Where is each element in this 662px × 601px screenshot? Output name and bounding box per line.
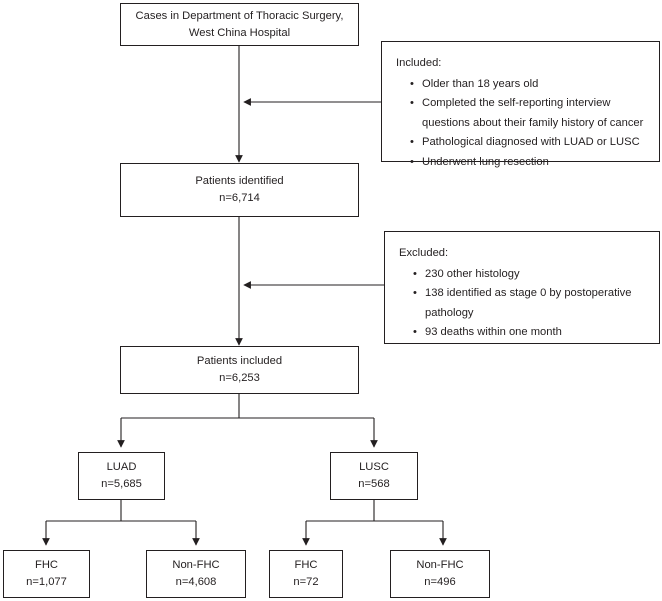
inclusion-item: Underwent lung resection [410, 153, 649, 173]
node-lusc-label: LUSC [359, 461, 389, 473]
node-luad-count: n=5,685 [101, 478, 142, 490]
node-included-count: n=6,253 [219, 372, 260, 384]
node-source-cohort[interactable]: Cases in Department of Thoracic Surgery,… [120, 3, 359, 46]
node-luad-fhc-count: n=1,077 [26, 576, 67, 588]
node-luad-label: LUAD [106, 461, 137, 473]
node-lusc-fhc[interactable]: FHC n=72 [269, 550, 343, 598]
exclusion-item-text: 230 other histology [425, 267, 520, 280]
node-luad-non-fhc-label: Non-FHC [172, 559, 220, 571]
node-luad-fhc-label: FHC [35, 559, 58, 571]
node-lusc-non-fhc[interactable]: Non-FHC n=496 [390, 550, 490, 598]
exclusion-item: 93 deaths within one month [413, 323, 649, 343]
node-patients-included[interactable]: Patients included n=6,253 [120, 346, 359, 394]
node-source-line2: West China Hospital [188, 26, 291, 39]
node-lusc-fhc-label: FHC [294, 559, 318, 571]
node-patients-identified[interactable]: Patients identified n=6,714 [120, 163, 359, 217]
node-identified-count: n=6,714 [219, 192, 260, 204]
inclusion-item: Completed the self-reporting interview q… [410, 94, 649, 133]
inclusion-heading: Included: [396, 57, 442, 69]
exclusion-list: 230 other histology 138 identified as st… [399, 265, 649, 343]
inclusion-item-text: Older than 18 years old [422, 77, 539, 90]
node-lusc[interactable]: LUSC n=568 [330, 452, 418, 500]
node-luad-non-fhc-count: n=4,608 [175, 576, 217, 588]
inclusion-item: Pathological diagnosed with LUAD or LUSC [410, 133, 649, 153]
exclusion-item-text: 138 identified as stage 0 by postoperati… [425, 287, 632, 299]
inclusion-item-text: Pathological diagnosed with LUAD or LUSC [422, 136, 640, 148]
exclusion-item: 230 other histology [413, 265, 649, 285]
exclusion-item-text: 93 deaths within one month [425, 326, 562, 338]
exclusion-item: 138 identified as stage 0 by postoperati… [413, 284, 649, 323]
node-luad-fhc[interactable]: FHC n=1,077 [3, 550, 90, 598]
node-lusc-non-fhc-count: n=496 [424, 576, 456, 588]
inclusion-list: Older than 18 years old Completed the se… [396, 75, 649, 173]
exclusion-heading: Excluded: [399, 247, 449, 259]
exclusion-item-text-cont: pathology [425, 306, 474, 319]
node-included-label: Patients included [196, 355, 283, 367]
node-identified-label: Patients identified [195, 175, 284, 187]
inclusion-criteria-box[interactable]: Included: Older than 18 years old Comple… [381, 41, 660, 172]
inclusion-item-text: Underwent lung resection [422, 155, 549, 168]
inclusion-item-text: Completed the self-reporting interview [422, 97, 611, 109]
node-luad[interactable]: LUAD n=5,685 [78, 452, 165, 500]
node-source-line1: Cases in Department of Thoracic Surgery, [135, 9, 344, 22]
inclusion-item: Older than 18 years old [410, 75, 649, 95]
inclusion-item-text-cont: questions about their family history of … [422, 116, 644, 129]
node-luad-non-fhc[interactable]: Non-FHC n=4,608 [146, 550, 246, 598]
exclusion-criteria-box[interactable]: Excluded: 230 other histology 138 identi… [384, 231, 660, 344]
node-lusc-fhc-count: n=72 [293, 576, 319, 588]
node-lusc-count: n=568 [358, 478, 390, 490]
node-lusc-non-fhc-label: Non-FHC [416, 559, 464, 571]
